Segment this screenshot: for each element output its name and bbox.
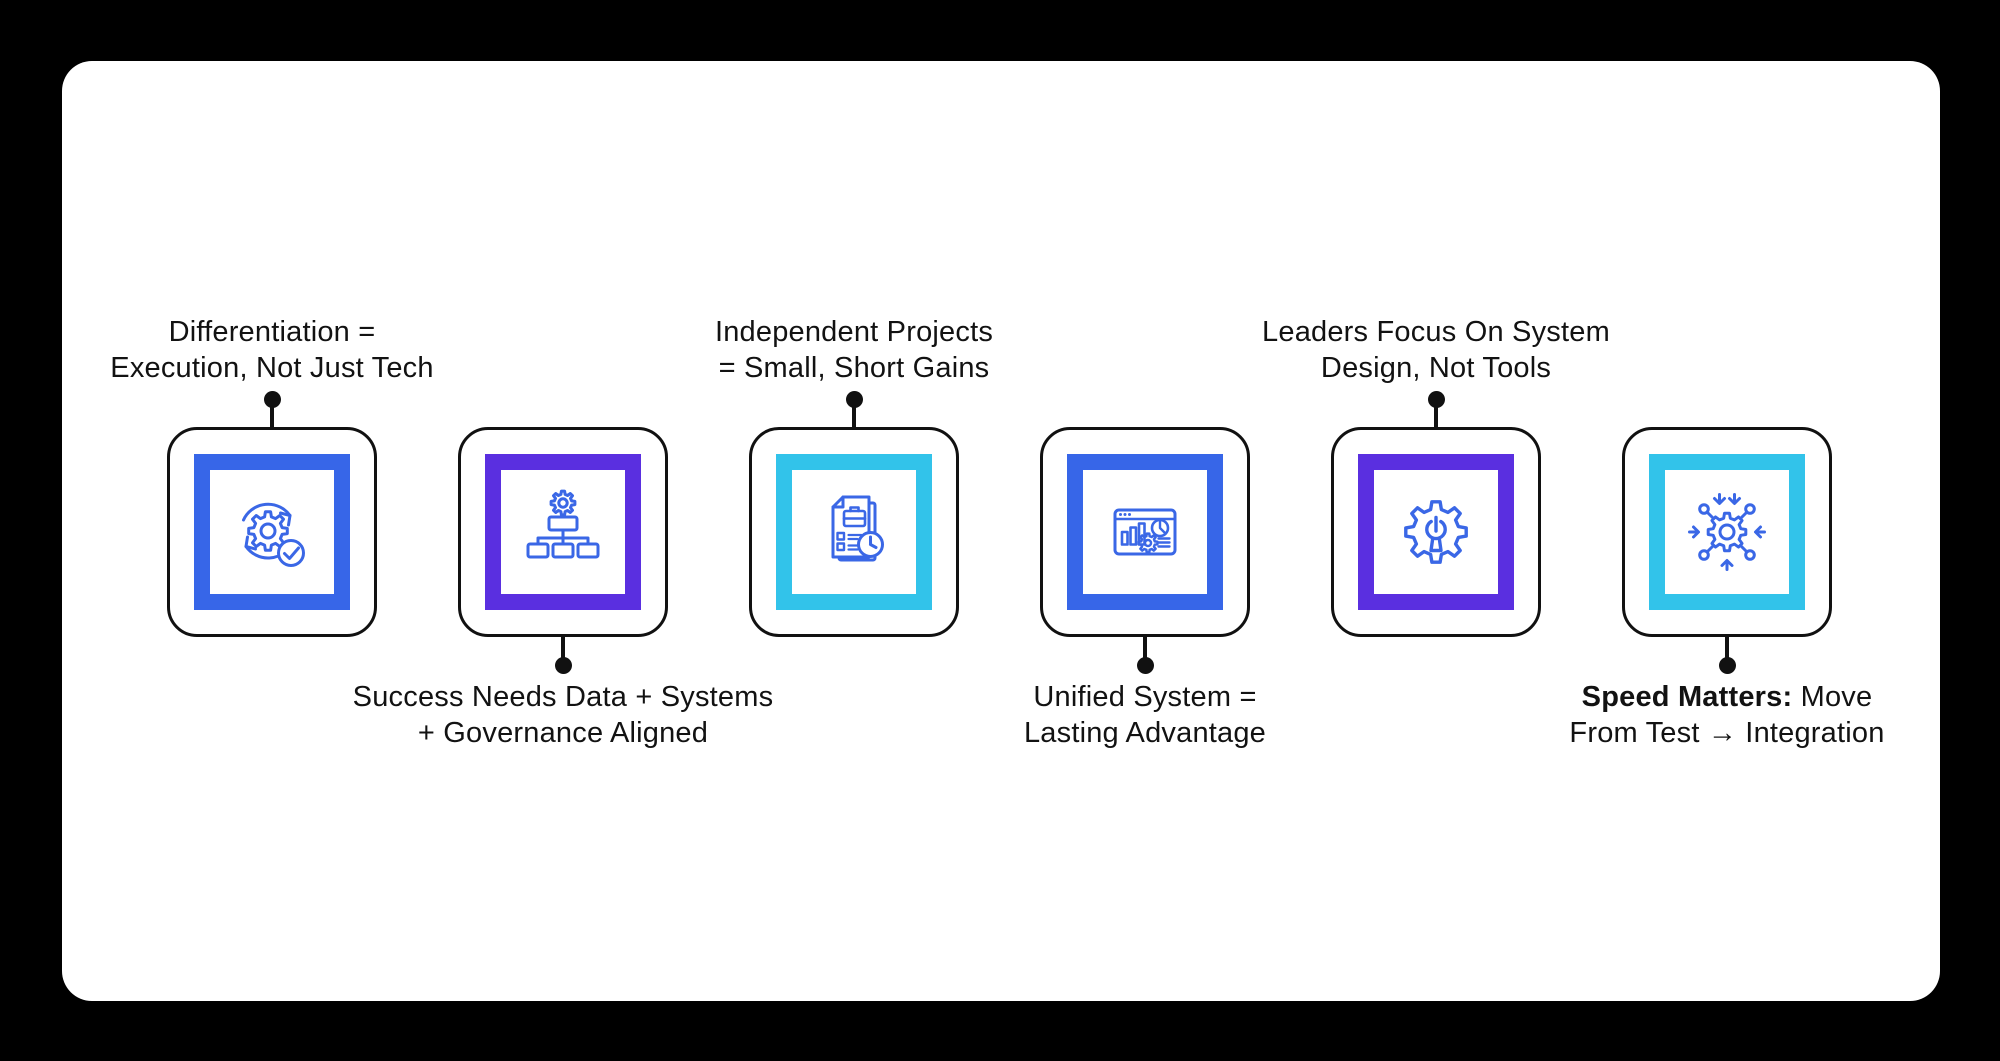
label-line: = Small, Short Gains — [718, 352, 990, 384]
tile-speed-matters — [1622, 427, 1832, 637]
gear-wrench-icon — [1404, 500, 1468, 564]
tile-independent-projects — [749, 427, 959, 637]
color-frame — [776, 454, 932, 610]
item-unified-system: Unified System = Lasting Advantage — [1024, 0, 1266, 1061]
label-line: Lasting Advantage — [1023, 717, 1267, 749]
item-independent-projects: Independent Projects = Small, Short Gains — [715, 0, 993, 1061]
item-label-independent-projects: Independent Projects = Small, Short Gains — [584, 314, 1124, 386]
label-line: Unified System = — [1033, 681, 1257, 713]
connector-line — [1143, 610, 1147, 666]
label-line: Execution, Not Just Tech — [110, 352, 434, 384]
item-label-differentiation: Differentiation = Execution, Not Just Tec… — [2, 314, 542, 386]
label-line: + Governance Aligned — [417, 717, 709, 749]
item-label-success-alignment: Success Needs Data + Systems + Governance… — [293, 679, 833, 751]
label-line: Leaders Focus On System — [1262, 316, 1610, 348]
item-differentiation: Differentiation = Execution, Not Just Tec… — [110, 0, 434, 1061]
item-success-alignment: Success Needs Data + Systems + Governance… — [353, 0, 773, 1061]
cycle-gear-check-icon — [242, 502, 305, 567]
hierarchy-gear-icon — [526, 489, 600, 559]
dashboard-window-icon — [1113, 508, 1177, 556]
tile-success-alignment — [458, 427, 668, 637]
label-line: Speed Matters: Move — [1581, 681, 1873, 713]
label-line: Differentiation = — [168, 316, 376, 348]
connector-line — [1725, 610, 1729, 666]
tile-unified-system — [1040, 427, 1250, 637]
tile-leaders-system-design — [1331, 427, 1541, 637]
project-document-clock-icon — [831, 495, 884, 562]
tile-differentiation — [167, 427, 377, 637]
color-frame — [1649, 454, 1805, 610]
color-frame — [1358, 454, 1514, 610]
connector-line — [561, 610, 565, 666]
color-frame — [1067, 454, 1223, 610]
item-label-unified-system: Unified System = Lasting Advantage — [875, 679, 1415, 751]
color-frame — [194, 454, 350, 610]
label-line: Success Needs Data + Systems — [352, 681, 774, 713]
integration-hub-icon — [1688, 493, 1766, 571]
label-line: Independent Projects — [714, 316, 994, 348]
color-frame — [485, 454, 641, 610]
label-line: From Test → Integration — [1569, 717, 1885, 749]
label-line: Design, Not Tools — [1320, 352, 1552, 384]
